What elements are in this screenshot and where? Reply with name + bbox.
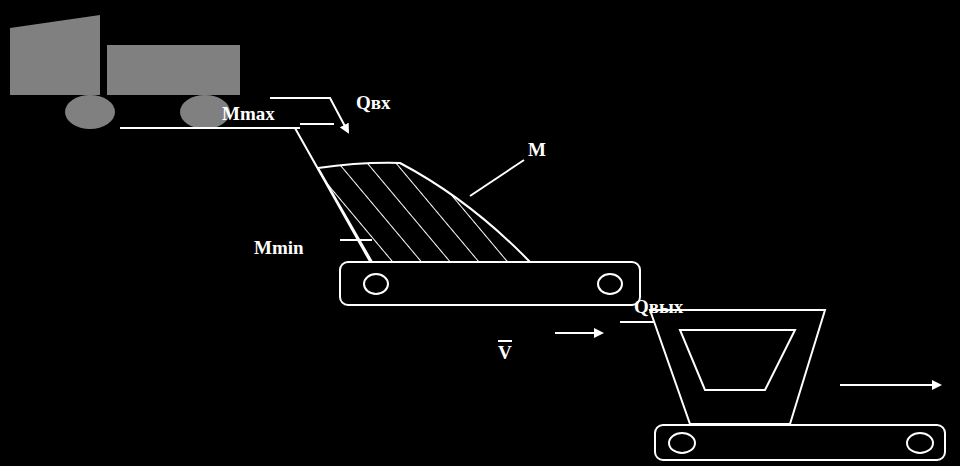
velocity-arrow: [555, 332, 602, 334]
flow-label: Qвых: [634, 297, 683, 316]
level-label: Mmin: [254, 238, 304, 257]
truck: [10, 15, 240, 129]
chute-line: [120, 127, 300, 129]
level-label: Mmax: [222, 104, 275, 123]
flow-arrow: [270, 98, 348, 132]
pile-label: M: [528, 140, 546, 159]
conveyor: [655, 425, 945, 460]
level-mark: [300, 123, 334, 125]
leader-line: [470, 160, 524, 196]
hopper: [650, 310, 825, 424]
conveyor: [340, 262, 640, 305]
motion-arrow: [840, 384, 940, 386]
flow-label: Qвх: [356, 93, 391, 112]
velocity-label: V: [498, 340, 512, 362]
